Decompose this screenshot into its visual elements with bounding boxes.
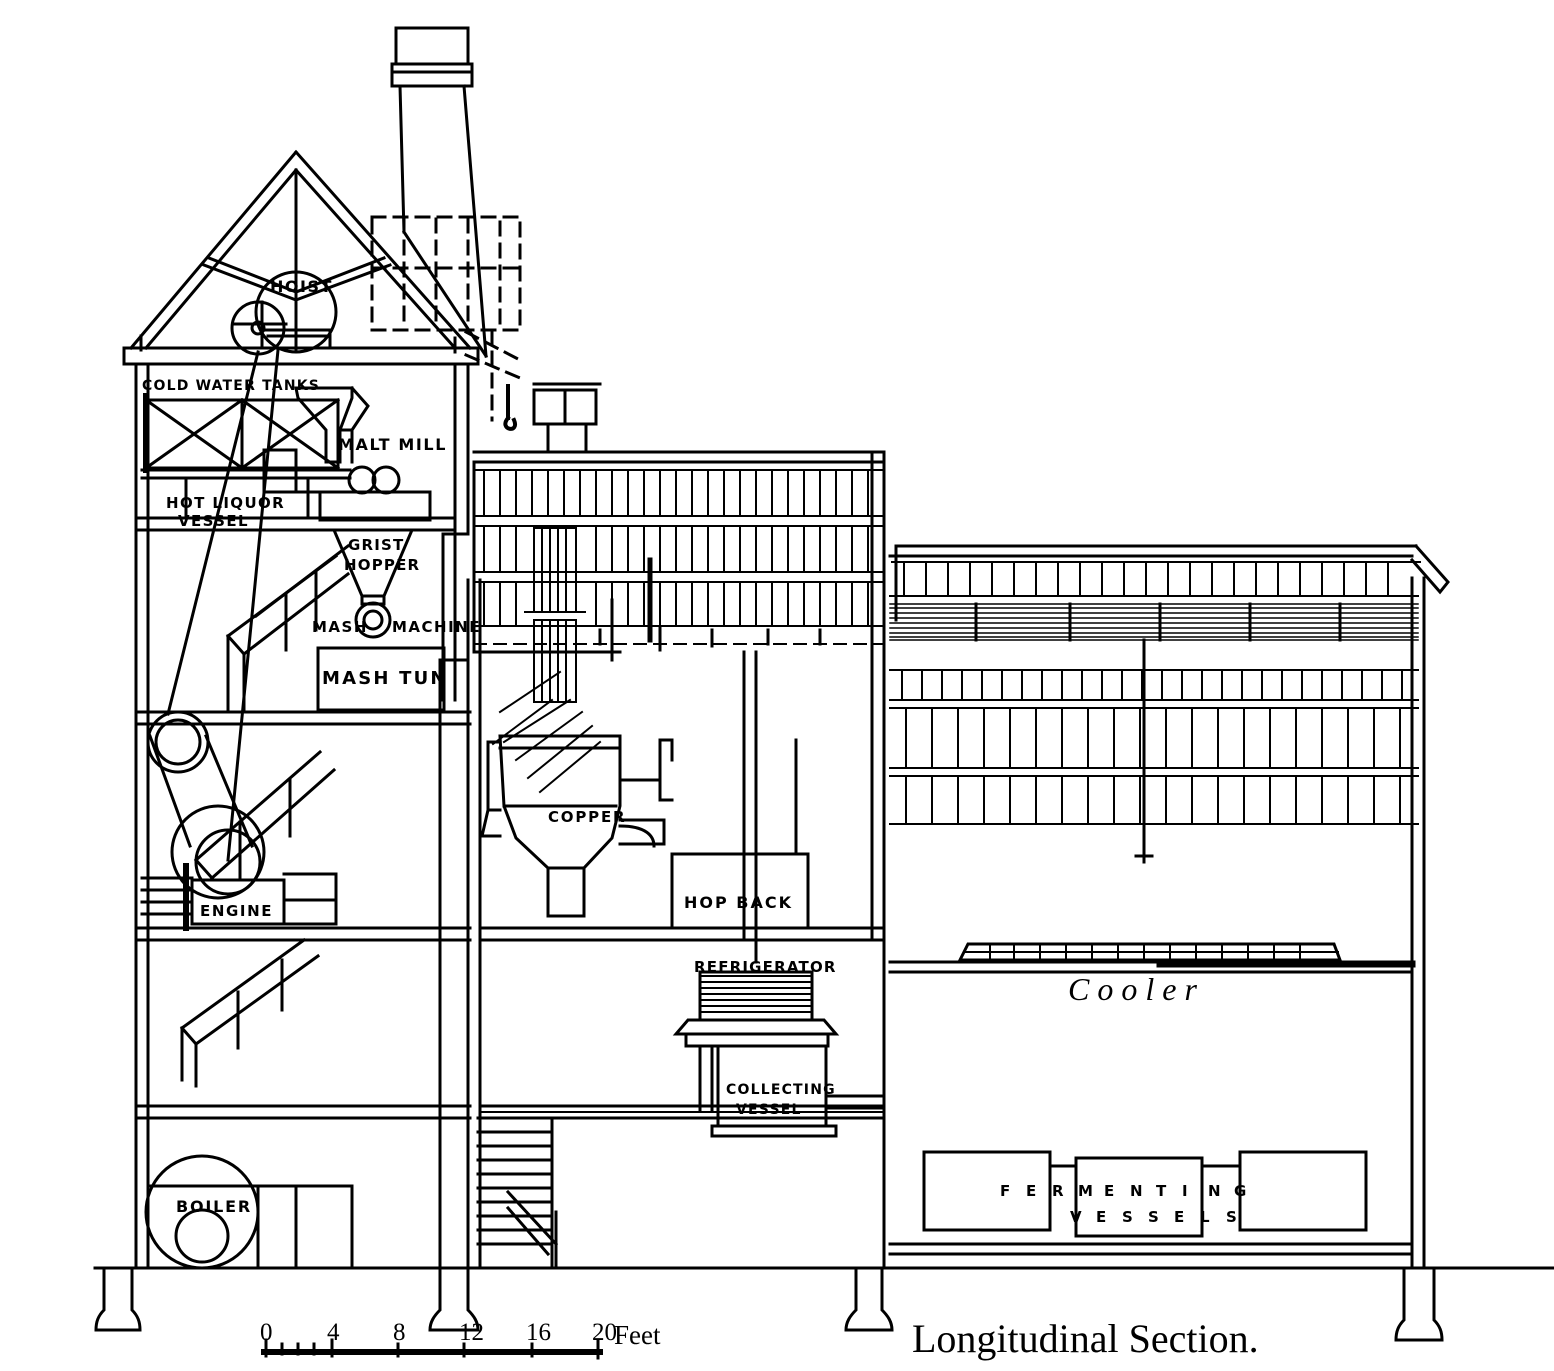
scale-tick-8: 8 bbox=[393, 1319, 406, 1346]
label-malt-mill: MALT MILL bbox=[338, 435, 447, 454]
label-collecting-vessel-line2: VESSEL bbox=[736, 1102, 802, 1118]
column-left bbox=[94, 1266, 142, 1332]
label-hoist: HOIST bbox=[270, 277, 333, 296]
middle-shaft bbox=[524, 527, 586, 703]
scale-tick-0: 0 bbox=[260, 1319, 273, 1346]
fermenting-letter-m-3: M bbox=[1078, 1182, 1093, 1200]
cooler-pan bbox=[888, 942, 1416, 974]
right-roof-kingpost bbox=[1134, 638, 1154, 864]
label-mash-machine-right: MACHINE bbox=[392, 618, 481, 636]
right-hatched-band bbox=[889, 602, 1419, 642]
label-hop-back: HOP BACK bbox=[684, 893, 793, 912]
right-louver-band-3 bbox=[889, 707, 1419, 769]
fermenting-letter-t-6: T bbox=[1156, 1182, 1167, 1200]
label-collecting-vessel-line1: COLLECTING bbox=[726, 1082, 836, 1098]
hot-liquor-vessel bbox=[146, 476, 310, 520]
fermenting-letter-r-2: R bbox=[1052, 1182, 1064, 1200]
scale-tick-4: 4 bbox=[327, 1319, 340, 1346]
right-block-shell bbox=[888, 543, 1450, 1270]
fermenting-vessels bbox=[888, 1150, 1414, 1256]
fermenting-letter-n-5: N bbox=[1130, 1182, 1143, 1200]
label-hot-liquor-vessel-line1: HOT LIQUOR bbox=[166, 494, 285, 512]
middle-floor-small-posts bbox=[598, 626, 822, 652]
fermenting-letter-e-1: E bbox=[1026, 1182, 1036, 1200]
label-mash-machine-left: MASH bbox=[312, 618, 368, 636]
label-copper: COPPER bbox=[548, 808, 626, 826]
stairs-middle-left bbox=[193, 749, 337, 882]
grist-hopper bbox=[331, 528, 415, 639]
copper-top-hatch bbox=[491, 670, 602, 794]
vessels-letter-e-1: E bbox=[1096, 1208, 1106, 1226]
ridge-vent-box bbox=[532, 382, 602, 452]
label-cold-water-tanks: COLD WATER TANKS bbox=[142, 378, 320, 394]
scale-tick-20: 20 bbox=[592, 1319, 617, 1346]
label-grist-hopper-line1: GRIST bbox=[348, 536, 404, 554]
collecting-vessel bbox=[710, 1044, 886, 1138]
right-louver-band-1 bbox=[889, 561, 1421, 597]
label-refrigerator: REFRIGERATOR bbox=[694, 958, 837, 976]
fermenting-letter-i-7: I bbox=[1182, 1182, 1188, 1200]
belt-drive bbox=[146, 710, 266, 900]
column-far-right bbox=[1394, 1266, 1444, 1342]
label-mash-tun: MASH TUN bbox=[322, 668, 448, 689]
fermenting-letter-f-0: F bbox=[1000, 1182, 1010, 1200]
label-cooler: Cooler bbox=[1068, 971, 1205, 1007]
vessels-letter-l-5: L bbox=[1200, 1208, 1210, 1226]
stairs-lower-left bbox=[179, 937, 321, 1088]
right-louver-band-4 bbox=[889, 775, 1419, 825]
vessels-letter-e-4: E bbox=[1174, 1208, 1184, 1226]
vessels-letter-s-3: S bbox=[1148, 1208, 1159, 1226]
hop-back bbox=[658, 738, 810, 930]
middle-louver-band-1 bbox=[473, 469, 885, 517]
stairs-upper-left bbox=[225, 543, 351, 714]
label-boiler: BOILER bbox=[176, 1197, 252, 1216]
right-louver-band-2 bbox=[889, 669, 1419, 701]
scale-tick-12: 12 bbox=[459, 1319, 484, 1346]
middle-roof bbox=[472, 450, 886, 1270]
scale-bar-labels: 0 4 8 12 16 20 bbox=[260, 1319, 617, 1346]
engine bbox=[140, 863, 338, 931]
boiler bbox=[144, 1154, 354, 1270]
hook-glyph bbox=[503, 384, 518, 431]
scale-bar-graphic bbox=[261, 1338, 603, 1360]
label-engine: ENGINE bbox=[200, 902, 273, 920]
fermenting-letter-n-8: N bbox=[1208, 1182, 1221, 1200]
center-stair bbox=[476, 1116, 562, 1270]
drawing-linework bbox=[93, 26, 1554, 1360]
vessels-letter-s-6: S bbox=[1226, 1208, 1237, 1226]
mash-tun bbox=[316, 646, 446, 712]
scale-tick-16: 16 bbox=[526, 1319, 551, 1346]
label-grist-hopper-line2: HOPPER bbox=[344, 556, 420, 574]
vessels-letter-s-2: S bbox=[1122, 1208, 1133, 1226]
label-hot-liquor-vessel-line2: VESSEL bbox=[178, 512, 249, 530]
fermenting-letter-g-9: G bbox=[1234, 1182, 1246, 1200]
scale-unit-label: Feet bbox=[614, 1320, 661, 1350]
column-center bbox=[428, 658, 480, 1332]
vessels-letter-v-0: V bbox=[1070, 1208, 1082, 1226]
column-right-middle bbox=[844, 1266, 894, 1332]
fermenting-letter-e-4: E bbox=[1104, 1182, 1114, 1200]
left-block-floors bbox=[93, 516, 1554, 1270]
drawing-title: Longitudinal Section. bbox=[912, 1316, 1259, 1361]
gable-roof bbox=[122, 149, 480, 366]
